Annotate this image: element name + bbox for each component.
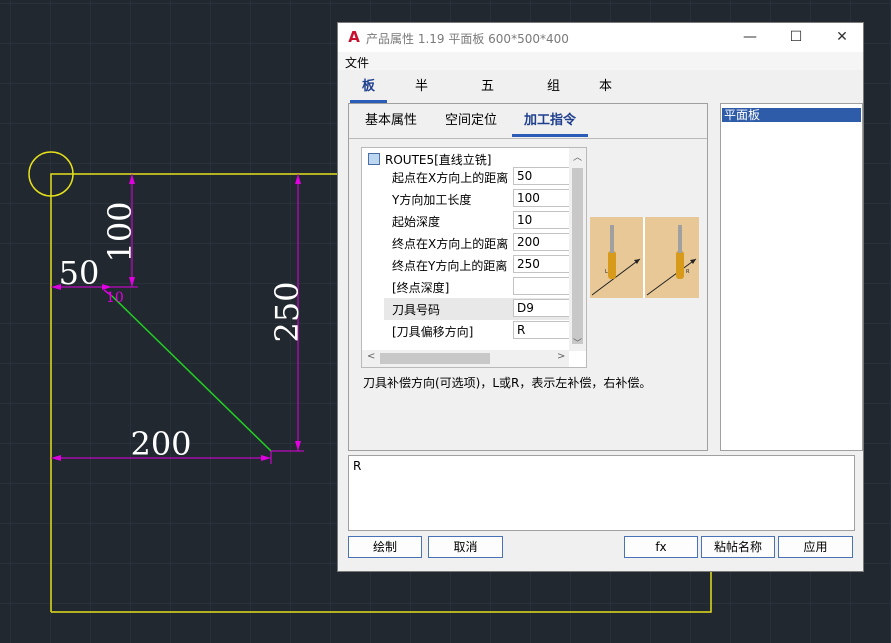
dimension-100-text: 100 <box>101 201 139 262</box>
tool-offset-illustration: L R <box>590 217 699 298</box>
grid-vertical-scrollbar[interactable]: ︿ ﹀ <box>569 148 586 351</box>
product-properties-dialog: A 产品属性 1.19 平面板 600*500*400 — ☐ ✕ 文件 板件 … <box>337 22 864 572</box>
sub-tabs: 基本属性 空间定位 加工指令 <box>349 104 707 139</box>
dimension-200 <box>51 451 272 464</box>
tab-spatial-position[interactable]: 空间定位 <box>445 113 498 128</box>
toolpath-line <box>111 295 272 452</box>
grid-row-value[interactable]: 50 <box>513 167 571 185</box>
dimension-50 <box>51 284 112 290</box>
panel-outline-bottom <box>51 572 712 613</box>
tab-board[interactable]: 板件 <box>350 74 388 120</box>
dimension-200-text: 200 <box>130 425 191 463</box>
grid-row-label: 刀具号码 <box>392 303 441 317</box>
grid-row-label: 终点在Y方向上的距离 <box>392 259 508 273</box>
grid-row-value[interactable]: 10 <box>513 211 571 229</box>
grid-horizontal-scrollbar[interactable]: < > <box>362 350 569 367</box>
fx-button[interactable]: fx <box>624 536 698 558</box>
scroll-up-icon[interactable]: ︿ <box>572 153 582 163</box>
property-hint-text: 刀具补偿方向(可选项)，L或R，表示左补偿，右补偿。 <box>363 376 652 390</box>
svg-text:R: R <box>686 269 690 275</box>
close-button[interactable]: ✕ <box>836 29 848 45</box>
dimension-50-text: 50 <box>59 254 100 292</box>
cancel-button[interactable]: 取消 <box>428 536 503 558</box>
window-title: 产品属性 1.19 平面板 600*500*400 <box>366 32 569 46</box>
tab-machining-commands[interactable]: 加工指令 <box>512 111 589 137</box>
tool-start-mark <box>103 289 113 297</box>
properties-panel: 基本属性 空间定位 加工指令 ROUTE5[直线立铣] 起点在X方向上的距离 50… <box>348 103 708 451</box>
dimension-250-text: 250 <box>268 281 306 342</box>
apply-button[interactable]: 应用 <box>778 536 853 558</box>
grid-row[interactable]: [刀具偏移方向] R <box>384 320 571 342</box>
value-memo-field[interactable]: R <box>348 455 855 531</box>
property-grid: ROUTE5[直线立铣] 起点在X方向上的距离 50 Y方向加工长度 100 起始深… <box>361 147 587 368</box>
scroll-down-icon[interactable]: ﹀ <box>572 339 582 349</box>
dimension-250 <box>271 174 304 452</box>
grid-row-label: 起始深度 <box>392 215 441 229</box>
grid-row-value[interactable]: 200 <box>513 233 571 251</box>
title-bar[interactable]: A 产品属性 1.19 平面板 600*500*400 — ☐ ✕ <box>338 23 863 52</box>
scroll-right-icon[interactable]: > <box>557 351 566 362</box>
grid-row[interactable]: 起点在X方向上的距离 50 <box>384 166 571 188</box>
grid-row[interactable]: [终点深度] <box>384 276 571 298</box>
tab-local-variables[interactable]: 本地变量 <box>599 79 613 172</box>
grid-row-value[interactable]: 100 <box>513 189 571 207</box>
grid-row-value[interactable]: 250 <box>513 255 571 273</box>
grid-row[interactable]: 终点在X方向上的距离 200 <box>384 232 571 254</box>
panel-outline <box>50 173 337 612</box>
menu-bar: 文件 <box>338 52 863 70</box>
origin-marker <box>28 151 74 197</box>
tab-component[interactable]: 组件 <box>547 79 561 120</box>
draw-button[interactable]: 绘制 <box>348 536 422 558</box>
minimize-button[interactable]: — <box>743 29 757 45</box>
scroll-left-icon[interactable]: < <box>367 351 376 362</box>
maximize-button[interactable]: ☐ <box>789 29 803 45</box>
grid-row[interactable]: 终点在Y方向上的距离 250 <box>384 254 571 276</box>
grid-row-value[interactable]: R <box>513 321 571 339</box>
tab-basic-properties[interactable]: 基本属性 <box>365 113 418 128</box>
grid-row-label: [终点深度] <box>392 281 450 295</box>
grid-row-value[interactable] <box>513 277 571 295</box>
depth-label: 10 <box>106 290 124 306</box>
paste-name-button[interactable]: 粘帖名称 <box>701 536 775 558</box>
autocad-logo-icon: A <box>348 28 360 46</box>
grid-group-title: ROUTE5[直线立铣] <box>385 153 492 167</box>
grid-row-value[interactable]: D9 <box>513 299 571 317</box>
grid-row-label: 起点在X方向上的距离 <box>392 171 509 185</box>
scroll-thumb-horizontal[interactable] <box>380 353 490 364</box>
svg-text:L: L <box>605 269 608 275</box>
grid-row[interactable]: Y方向加工长度 100 <box>384 188 571 210</box>
grid-row-label: Y方向加工长度 <box>392 193 472 207</box>
grid-group-header[interactable]: ROUTE5[直线立铣] <box>368 151 491 167</box>
grid-row-selected[interactable]: 刀具号码 D9 <box>384 298 571 320</box>
scroll-thumb[interactable] <box>572 168 583 344</box>
part-list[interactable]: 平面板 <box>720 103 863 451</box>
tab-semi-finished[interactable]: 半成品 <box>415 79 429 146</box>
grid-row-label: [刀具偏移方向] <box>392 325 474 339</box>
grid-row-label: 终点在X方向上的距离 <box>392 237 509 251</box>
content-area: 基本属性 空间定位 加工指令 ROUTE5[直线立铣] 起点在X方向上的距离 50… <box>348 103 863 451</box>
grid-row[interactable]: 起始深度 10 <box>384 210 571 232</box>
menu-file[interactable]: 文件 <box>345 56 370 70</box>
collapse-box-icon[interactable] <box>368 153 380 165</box>
tab-hardware[interactable]: 五金件 <box>481 79 495 146</box>
part-list-item-selected[interactable]: 平面板 <box>722 108 861 122</box>
